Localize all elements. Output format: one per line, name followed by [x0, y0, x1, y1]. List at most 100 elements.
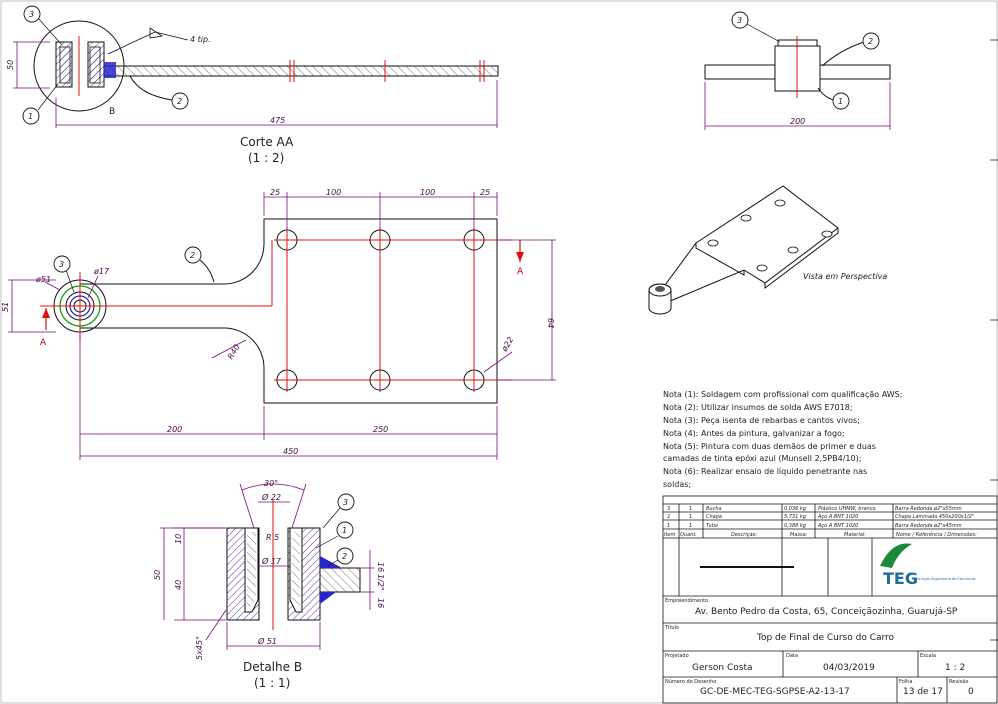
title-block: 3 1 Bucha 0,036 kg Plástico UHMW, branco… [662, 495, 998, 704]
dim-phi51: ø51 [35, 275, 51, 284]
note-line: soldas; [663, 480, 691, 489]
dim-top-25b: 25 [480, 188, 490, 197]
label-sheet: Folha [899, 679, 912, 685]
dim-hole: ø22 [499, 335, 515, 353]
bom-header: Material: [844, 532, 866, 538]
scale: 1 : 2 [945, 663, 965, 673]
label-revision: Revisão [949, 679, 968, 685]
bom-cell: 1 [689, 514, 692, 520]
detail-d40: 40 [174, 580, 183, 590]
detail-chamfer: 5x45° [195, 636, 204, 660]
dim-phi17: ø17 [93, 267, 110, 276]
plan-view: A A 25 100 100 25 200 250 450 64 51 [1, 188, 556, 460]
drawing-number: GC-DE-MEC-TEG-SGPSE-A2-13-17 [700, 687, 850, 697]
detail-radius: R 5 [266, 533, 279, 542]
dim-total-450: 450 [283, 447, 298, 456]
plate-outline [79, 218, 498, 404]
sheet-number: 13 de 17 [903, 687, 943, 697]
bom-table: 3 1 Bucha 0,036 kg Plástico UHMW, branco… [664, 505, 977, 538]
bom-cell: Plástico UHMW, branco [818, 505, 876, 512]
weld-note: 4 tip. [190, 35, 211, 44]
note-line: Nota (1): Soldagem com profissional com … [663, 390, 902, 399]
detail-w16b: 16 [376, 598, 385, 608]
bom-cell: Chapa [706, 514, 722, 520]
detail-angle: 30° [264, 479, 278, 488]
dim-top-100a: 100 [326, 188, 341, 197]
top-balloon-1: 1 [838, 97, 843, 106]
bom-header: Quant. [680, 532, 697, 538]
bom-cell: 1 [667, 523, 670, 529]
plan-balloon-2: 2 [190, 251, 195, 260]
top-balloon-2: 2 [868, 37, 873, 46]
aa-length-dim: 475 [270, 116, 285, 125]
top-view: 200 3 2 1 [704, 11, 891, 130]
bom-header: Descrição: [731, 532, 758, 538]
weld-bead [104, 62, 116, 78]
aa-height-dim: 50 [6, 60, 15, 70]
dim-left-51: 51 [1, 302, 10, 312]
bom-cell: 2 [667, 514, 670, 520]
bom-header: Nome / Referência / Dimensões: [896, 531, 977, 538]
bom-cell: Barra Redonda ø2"x55mm [895, 506, 962, 512]
label-author: Projetado [665, 653, 689, 659]
bom-cell: Barra Redonda ø2"x45mm [895, 523, 962, 529]
label-scale: Escala [920, 653, 936, 659]
dim-bottom-200: 200 [167, 425, 182, 434]
notes-block: Nota (1): Soldagem com profissional com … [663, 390, 902, 489]
bom-cell: 5,731 kg [784, 514, 806, 520]
note-line: Nota (6): Realizar ensaio de líquido pen… [663, 467, 867, 476]
detail-w16a: 16 [376, 562, 385, 572]
top-width-dim: 200 [790, 117, 805, 126]
dim-top-100b: 100 [420, 188, 435, 197]
bom-cell: Aço A BNT 1020 [817, 523, 858, 529]
perspective-view: Vista em Perspectiva [648, 185, 887, 315]
balloon-2: 2 [177, 97, 182, 106]
logo-text: TEG [883, 569, 918, 588]
label-date: Data [786, 653, 798, 659]
detail-w1-2: 1/2" [376, 574, 385, 591]
detail-phi22: Ø 22 [261, 492, 281, 502]
label-title: Título [664, 624, 679, 631]
author: Gerson Costa [692, 663, 753, 673]
note-line: camadas de tinta epóxi azul (Munsell 2,5… [663, 453, 861, 463]
dim-top-25a: 25 [270, 188, 280, 197]
balloon-1: 1 [28, 112, 33, 121]
date: 04/03/2019 [823, 663, 875, 673]
top-balloon-3: 3 [737, 16, 742, 25]
note-line: Nota (4): Antes da pintura, galvanizar a… [663, 429, 845, 438]
detail-balloon-3: 3 [343, 498, 348, 507]
bom-cell: 0,388 kg [784, 523, 806, 529]
detail-phi17: Ø 17 [261, 556, 282, 566]
bom-cell: Aço A BNT 1020 [817, 514, 858, 520]
dim-right-64: 64 [546, 318, 555, 328]
label-address: Empreendimento [665, 598, 708, 604]
note-line: Nota (5): Pintura com duas demãos de pri… [663, 442, 876, 451]
bom-header: Massa: [790, 532, 808, 538]
detail-d50: 50 [153, 570, 162, 580]
cut-label-a-left: A [40, 338, 47, 348]
detail-b-title: Detalhe B [243, 660, 302, 674]
revision: 0 [968, 687, 974, 697]
detail-b-view: 50 10 40 5x45° Ø 51 Ø 17 Ø 22 30° R 5 16… [153, 479, 385, 690]
dim-radius: R40 [226, 343, 242, 361]
bom-cell: 0,036 kg [784, 506, 806, 512]
balloon-3: 3 [29, 10, 34, 19]
bom-cell: Tubo [706, 523, 718, 529]
section-aa-scale: (1 : 2) [248, 151, 284, 165]
logo-subtext: Serviços Engenharia de Estruturas [915, 577, 976, 581]
plan-balloon-3: 3 [59, 260, 64, 269]
bom-cell: 1 [689, 523, 692, 529]
note-line: Nota (3): Peça isenta de rebarbas e cant… [663, 416, 860, 425]
detail-balloon-1: 1 [342, 526, 347, 535]
address: Av. Bento Pedro da Costa, 65, Conceiçãoz… [695, 607, 958, 617]
drawing-title: Top de Final de Curso do Carro [756, 633, 895, 643]
bom-cell: Bucha [706, 506, 722, 512]
section-aa-view: 50 475 4 tip. B 3 1 2 Corte AA (1 : 2) [6, 5, 499, 165]
detail-d10: 10 [174, 534, 183, 544]
note-line: Nota (2): Utilizar insumos de solda AWS … [663, 403, 853, 412]
bom-header: Item [664, 532, 676, 538]
detail-balloon-2: 2 [342, 552, 347, 561]
section-aa-title: Corte AA [240, 135, 294, 149]
